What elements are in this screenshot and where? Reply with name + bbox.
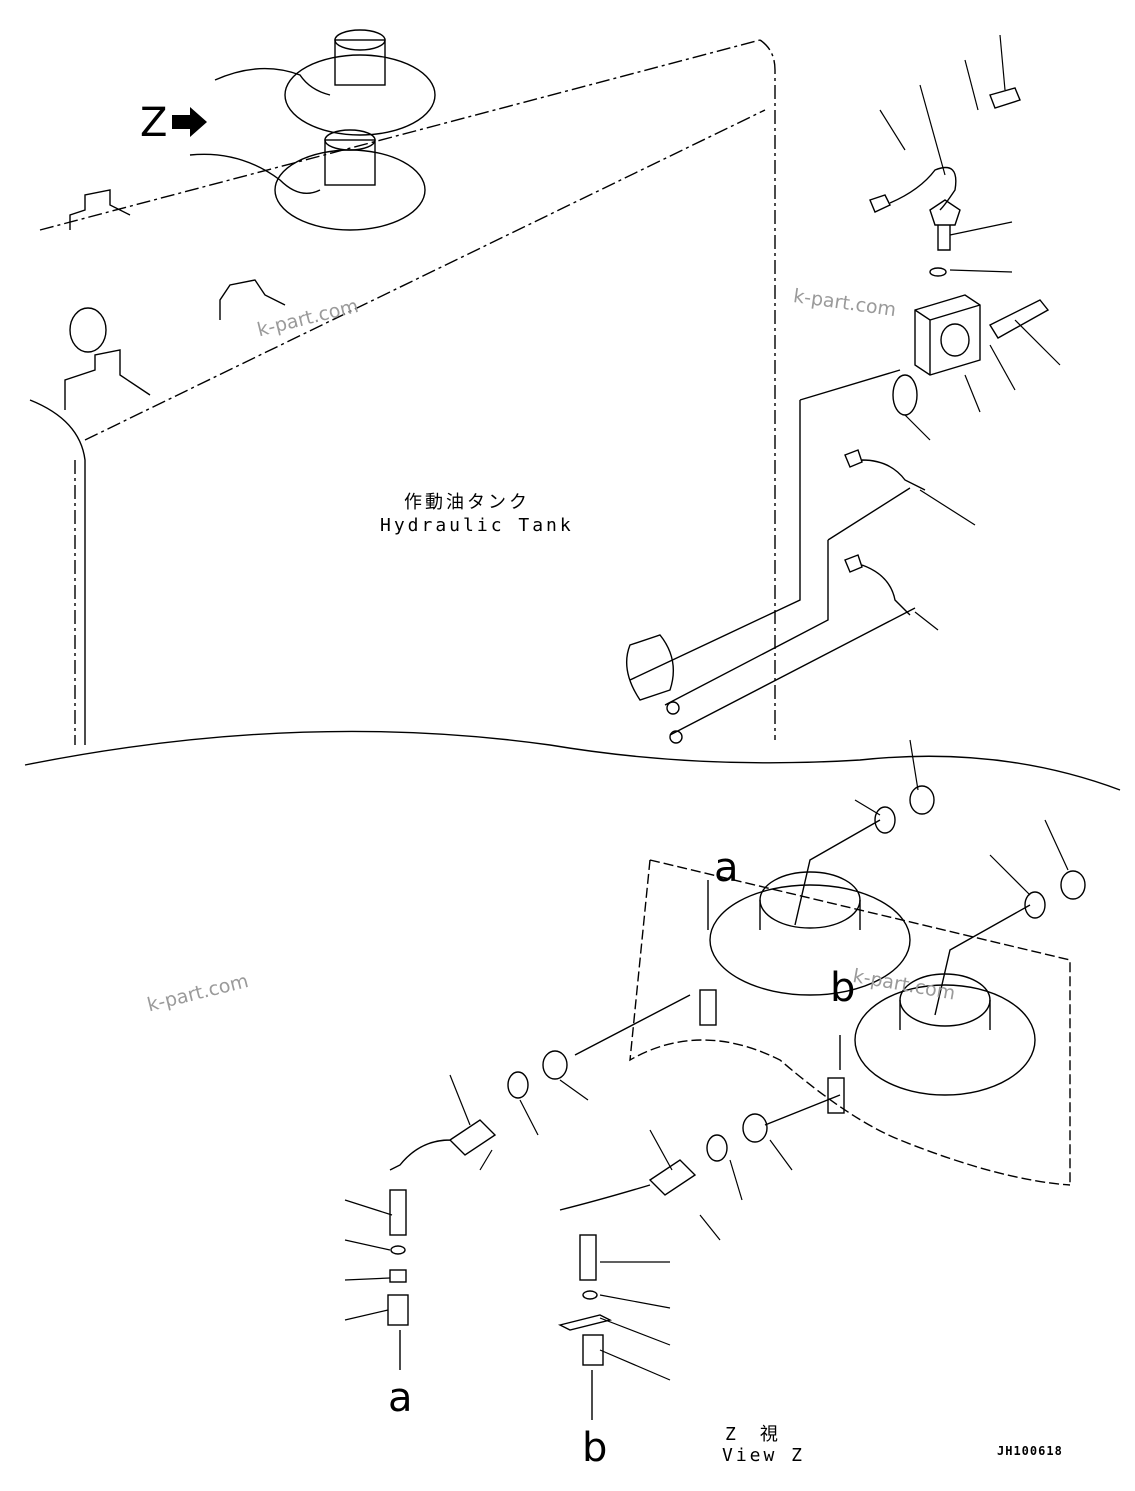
leader-line: [964, 374, 981, 413]
tank-right-edge: [759, 39, 776, 740]
leader-line: [1014, 319, 1061, 366]
tank-label-jp: 作動油タンク: [404, 492, 530, 513]
leader-line: [769, 1139, 793, 1171]
leader-line: [999, 34, 1006, 91]
leader-line: [344, 1309, 389, 1321]
washers: [507, 785, 1086, 1162]
solenoid-valve-upper: [214, 29, 436, 136]
leader-line: [699, 1214, 721, 1241]
speed-sensor-left: [387, 1119, 497, 1326]
leader-line: [344, 1239, 391, 1251]
ref-b-bottom: b: [582, 1425, 608, 1471]
tank-outline: [29, 399, 86, 745]
tank-label-en: Hydraulic Tank: [380, 515, 574, 536]
leader-line: [949, 269, 1013, 273]
leader-line: [729, 1159, 743, 1201]
ref-a-bottom: a: [388, 1375, 413, 1421]
leader-line: [479, 1149, 493, 1171]
ref-arrows: [399, 880, 841, 1420]
leader-line: [919, 84, 946, 176]
ref-b-top: b: [830, 965, 856, 1011]
brackets: [64, 189, 286, 410]
leader-line: [989, 344, 1016, 391]
view-marker: Z: [140, 100, 168, 146]
leader-line: [964, 59, 979, 111]
tank-mid-edge: [84, 109, 766, 441]
solenoid-valve-lower: [189, 129, 426, 231]
leader-line: [919, 489, 976, 526]
leader-line: [909, 739, 919, 791]
view-label-jp: Z 視: [725, 1424, 781, 1445]
leader-line: [949, 221, 1013, 236]
leader-lines-bottom: [574, 819, 1031, 1126]
view-label-en: View Z: [722, 1445, 806, 1466]
cutline: [24, 730, 1121, 791]
temperature-sensors: [844, 449, 926, 616]
leader-line: [559, 1079, 589, 1101]
leader-line: [599, 1294, 671, 1309]
leader-line: [344, 1199, 393, 1216]
spacer-b: [827, 1077, 845, 1114]
leader-line: [344, 1277, 391, 1281]
leader-line: [914, 611, 939, 631]
leader-line: [519, 1099, 539, 1136]
leader-line: [1044, 819, 1069, 871]
ref-a-top: a: [714, 845, 739, 891]
leader-line: [599, 1349, 671, 1381]
leader-lines-top: [629, 369, 916, 736]
spacer-a: [699, 989, 717, 1026]
tank-ports: [626, 634, 683, 744]
leader-line: [879, 109, 906, 151]
drawing-code: JH100618: [997, 1444, 1063, 1458]
solenoid-base-left: [709, 871, 911, 996]
view-z-arrow: [172, 107, 207, 137]
pressure-switch-block: [869, 87, 1050, 416]
leader-line: [854, 799, 881, 816]
leader-line: [989, 854, 1031, 896]
leader-line: [649, 1129, 673, 1171]
view-z-outline: [629, 859, 1071, 1186]
leader-line: [904, 414, 931, 441]
tank-top-edge: [39, 39, 761, 231]
leader-line: [449, 1074, 471, 1126]
leader-line: [599, 1317, 671, 1346]
